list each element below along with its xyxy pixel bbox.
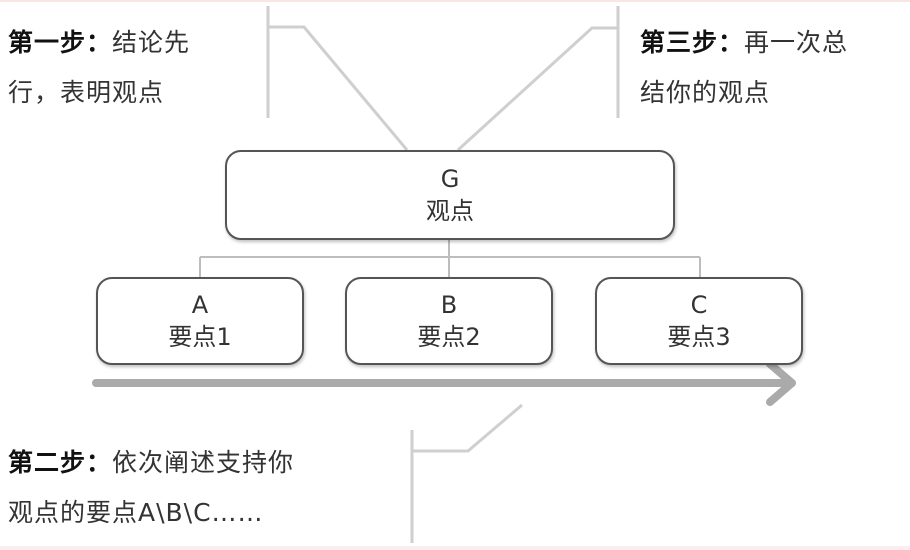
step2-note: 第二步：依次阐述支持你 观点的要点A\B\C…… bbox=[8, 438, 294, 538]
child-node-b: B 要点2 bbox=[345, 277, 553, 365]
tree-connectors bbox=[199, 238, 701, 280]
step1-line2: 行，表明观点 bbox=[8, 78, 165, 107]
step1-note: 第一步：结论先 行，表明观点 bbox=[8, 18, 190, 118]
step2-line2: 观点的要点A\B\C…… bbox=[8, 498, 264, 527]
child-a-text: 要点1 bbox=[168, 323, 232, 351]
bottom-border bbox=[0, 546, 910, 550]
top-border bbox=[0, 0, 910, 2]
root-text: 观点 bbox=[426, 197, 474, 225]
step2-callout-line bbox=[410, 403, 523, 543]
step1-label: 第一步： bbox=[8, 28, 113, 57]
child-c-text: 要点3 bbox=[667, 323, 731, 351]
step1-line1: 结论先 bbox=[112, 28, 191, 57]
root-letter: G bbox=[440, 165, 460, 193]
child-b-letter: B bbox=[440, 291, 458, 319]
step1-callout-line bbox=[266, 6, 409, 151]
child-c-letter: C bbox=[690, 291, 708, 319]
child-b-text: 要点2 bbox=[417, 323, 481, 351]
child-node-a: A 要点1 bbox=[96, 277, 304, 365]
child-a-letter: A bbox=[191, 291, 209, 319]
step3-note: 第三步：再一次总 结你的观点 bbox=[640, 18, 848, 118]
step2-label: 第二步： bbox=[8, 448, 113, 477]
step2-line1: 依次阐述支持你 bbox=[112, 448, 295, 477]
root-node-g: G 观点 bbox=[225, 150, 675, 240]
step3-line2: 结你的观点 bbox=[640, 78, 771, 107]
step3-line1: 再一次总 bbox=[744, 28, 849, 57]
step3-callout-line bbox=[456, 6, 620, 152]
child-node-c: C 要点3 bbox=[595, 277, 803, 365]
sequence-arrow bbox=[92, 360, 796, 406]
step3-label: 第三步： bbox=[640, 28, 745, 57]
